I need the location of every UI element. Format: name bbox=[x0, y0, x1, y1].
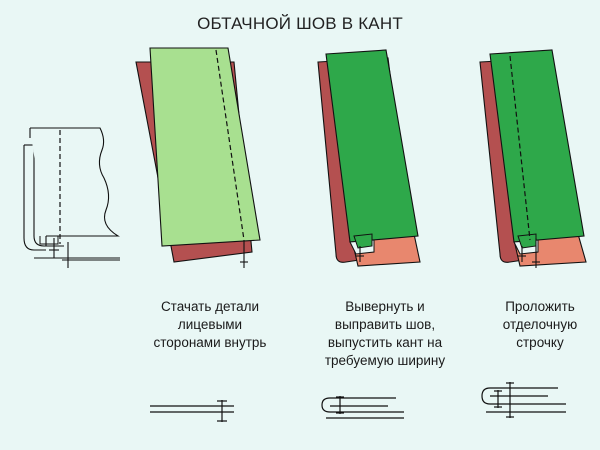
cross-section-step-2 bbox=[321, 396, 404, 419]
diagram-title: ОБТАЧНОЙ ШОВ В КАНТ bbox=[197, 14, 403, 33]
cross-section-step-1 bbox=[150, 400, 234, 422]
step-2-caption: Вывернуть и выправить шов, выпустить кан… bbox=[324, 299, 446, 368]
step-3-caption: Проложить отделочную строчку bbox=[502, 299, 578, 350]
sketch-middle-layer bbox=[33, 138, 64, 247]
stitch-line-1 bbox=[215, 49, 245, 241]
topstitch-facing-shape bbox=[489, 49, 585, 243]
step-1-caption: Стачать детали лицевыми сторонами внутрь bbox=[153, 299, 267, 350]
facing-light-shape bbox=[149, 47, 261, 247]
sketch-front-panel bbox=[30, 127, 120, 237]
sketch-back-layer bbox=[23, 145, 46, 251]
facing-dark-shape bbox=[325, 49, 419, 243]
cross-section-step-3 bbox=[481, 382, 566, 418]
stitch-line-topstitch bbox=[509, 55, 531, 241]
